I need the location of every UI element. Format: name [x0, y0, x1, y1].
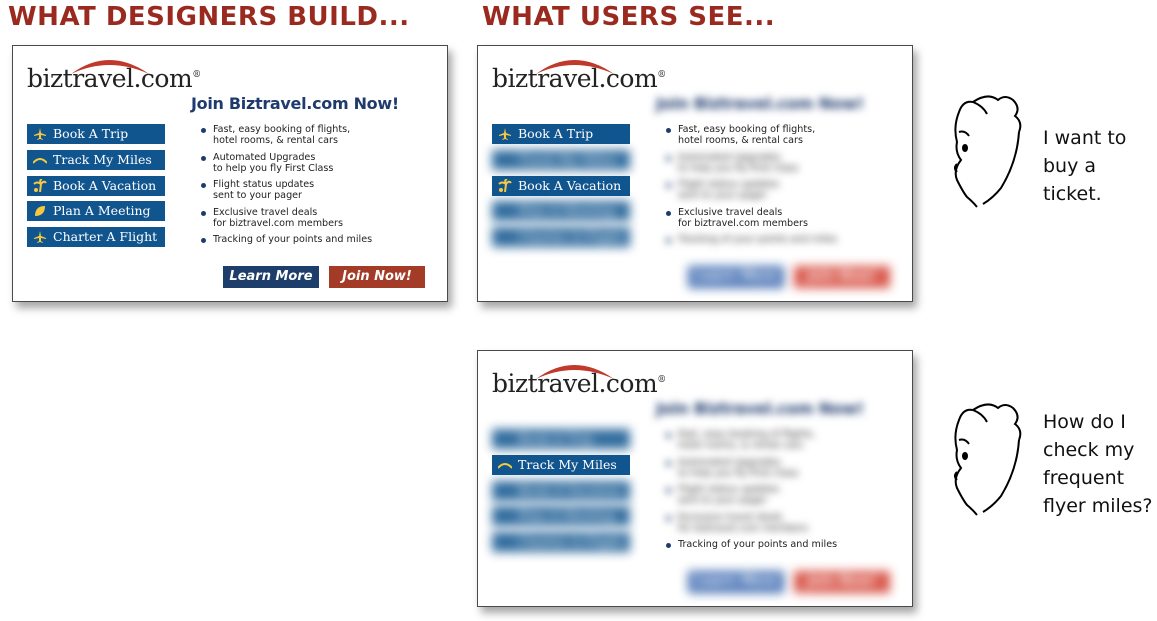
learn-more-button[interactable]: Learn More: [688, 571, 784, 593]
nav-menu: Book A Trip Track My Miles Book A Vacati…: [492, 124, 630, 253]
nav-label: Track My Miles: [518, 456, 617, 472]
biztravel-logo: biztravel.com®: [492, 357, 672, 399]
airplane-icon: [34, 231, 46, 244]
heading-designers: WHAT DESIGNERS BUILD...: [8, 2, 410, 32]
nav-label: Charter A Flight: [518, 534, 623, 550]
thought-buy-ticket: I want to buy a ticket.: [1043, 127, 1127, 205]
arc-icon: [498, 462, 512, 469]
benefit-item: Tracking of your points and miles: [664, 539, 894, 550]
nav-book-trip[interactable]: Book A Trip: [492, 124, 630, 144]
nav-label: Plan A Meeting: [518, 508, 616, 524]
nav-track-miles[interactable]: Track My Miles: [492, 149, 630, 170]
nav-book-trip[interactable]: Book A Trip: [27, 124, 165, 144]
benefit-item: Automated Upgrades to help you fly First…: [199, 152, 429, 174]
nav-plan-meeting[interactable]: Plan A Meeting: [492, 506, 630, 527]
card-users-see-miles: biztravel.com® Join Biztravel.com Now! B…: [477, 350, 913, 607]
nav-label: Book A Trip: [53, 126, 129, 141]
nav-label: Book A Vacation: [518, 482, 622, 498]
palm-tree-icon: [33, 178, 47, 192]
benefit-item: Exclusive travel deals for biztravel.com…: [664, 207, 894, 229]
card-designers-build: biztravel.com® Join Biztravel.com Now! B…: [12, 45, 448, 302]
nav-book-trip[interactable]: Book A Trip: [492, 429, 630, 449]
learn-more-button[interactable]: Learn More: [688, 266, 784, 288]
palm-tree-icon: [498, 178, 512, 192]
benefit-item: Flight status updates sent to your pager: [664, 179, 894, 201]
join-now-button[interactable]: Join Now!: [794, 266, 890, 288]
benefit-item: Fast, easy booking of flights, hotel roo…: [664, 429, 894, 451]
benefit-item: Fast, easy booking of flights, hotel roo…: [664, 124, 894, 146]
logo-swoosh-icon: [536, 60, 614, 74]
join-title: Join Biztravel.com Now!: [656, 94, 864, 113]
benefit-item: Tracking of your points and miles: [199, 234, 429, 245]
benefit-item: Tracking of your points and miles: [664, 234, 894, 245]
join-title: Join Biztravel.com Now!: [191, 94, 399, 113]
nav-plan-meeting[interactable]: Plan A Meeting: [27, 201, 165, 222]
nav-label: Plan A Meeting: [518, 203, 616, 219]
nav-menu: Book A Trip Track My Miles Book A Vacati…: [492, 429, 630, 558]
biztravel-logo: biztravel.com®: [27, 52, 207, 94]
logo-swoosh-icon: [536, 365, 614, 379]
benefits-list: Fast, easy booking of flights, hotel roo…: [199, 124, 429, 251]
nav-label: Charter A Flight: [53, 229, 158, 245]
nav-charter-flight[interactable]: Charter A Flight: [27, 227, 165, 248]
logo-text: biztravel.com®: [27, 64, 201, 93]
benefits-list: Fast, easy booking of flights, hotel roo…: [664, 124, 894, 251]
logo-swoosh-icon: [71, 60, 149, 74]
user-face-icon: [954, 95, 1022, 208]
leaf-icon: [35, 206, 45, 217]
learn-more-button[interactable]: Learn More: [223, 266, 319, 288]
join-now-button[interactable]: Join Now!: [794, 571, 890, 593]
card-users-see-ticket: biztravel.com® Join Biztravel.com Now! B…: [477, 45, 913, 302]
biztravel-logo: biztravel.com®: [492, 52, 672, 94]
nav-menu: Book A Trip Track My Miles Book A Vacati…: [27, 124, 165, 253]
benefit-item: Fast, easy booking of flights, hotel roo…: [199, 124, 429, 146]
nav-book-vacation[interactable]: Book A Vacation: [492, 175, 630, 196]
nav-plan-meeting[interactable]: Plan A Meeting: [492, 201, 630, 222]
nav-label: Book A Trip: [518, 431, 594, 446]
logo-text: biztravel.com®: [492, 64, 666, 93]
nav-track-miles[interactable]: Track My Miles: [492, 454, 630, 475]
benefit-item: Flight status updates sent to your pager: [664, 484, 894, 506]
user-face-icon: [954, 403, 1022, 516]
logo-text: biztravel.com®: [492, 369, 666, 398]
nav-book-vacation[interactable]: Book A Vacation: [27, 175, 165, 196]
arc-icon: [33, 157, 47, 164]
nav-track-miles[interactable]: Track My Miles: [27, 149, 165, 170]
benefit-item: Flight status updates sent to your pager: [199, 179, 429, 201]
heading-users: WHAT USERS SEE...: [482, 2, 776, 32]
nav-label: Book A Vacation: [518, 177, 622, 193]
join-now-button[interactable]: Join Now!: [329, 266, 425, 288]
nav-label: Book A Vacation: [53, 177, 157, 193]
nav-label: Track My Miles: [518, 151, 617, 167]
benefit-item: Exclusive travel deals for biztravel.com…: [199, 207, 429, 229]
join-title: Join Biztravel.com Now!: [656, 399, 864, 418]
nav-charter-flight[interactable]: Charter A Flight: [492, 227, 630, 248]
benefit-item: Automated Upgrades to help you fly First…: [664, 457, 894, 479]
nav-label: Charter A Flight: [518, 229, 623, 245]
nav-label: Track My Miles: [53, 151, 152, 167]
thought-check-miles: How do I check my frequent flyer miles?: [1043, 411, 1153, 517]
benefit-item: Exclusive travel deals for biztravel.com…: [664, 512, 894, 534]
nav-book-vacation[interactable]: Book A Vacation: [492, 480, 630, 501]
nav-label: Book A Trip: [518, 126, 594, 141]
benefit-item: Automated Upgrades to help you fly First…: [664, 152, 894, 174]
nav-charter-flight[interactable]: Charter A Flight: [492, 532, 630, 553]
nav-label: Plan A Meeting: [53, 203, 151, 219]
airplane-icon: [499, 128, 511, 140]
airplane-icon: [34, 128, 46, 140]
benefits-list: Fast, easy booking of flights, hotel roo…: [664, 429, 894, 556]
